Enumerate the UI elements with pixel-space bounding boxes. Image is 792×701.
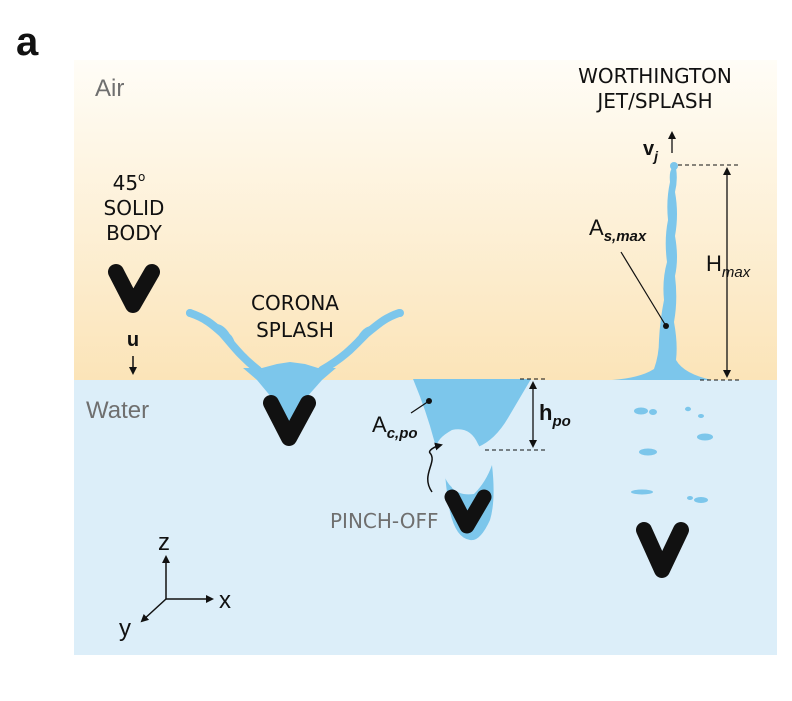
worthington-label-1: WORTHINGTON bbox=[578, 64, 732, 88]
x-axis-label: x bbox=[219, 587, 231, 614]
bubble bbox=[649, 409, 657, 415]
h-po-label: hpo bbox=[539, 400, 571, 430]
worthington-body-v-shape bbox=[636, 522, 689, 578]
worthington-jet-fluid bbox=[612, 168, 712, 380]
corona-right-edge bbox=[342, 320, 386, 358]
corona-label-2: SPLASH bbox=[256, 318, 334, 342]
corona-droplet bbox=[396, 309, 404, 317]
corona-left-edge bbox=[203, 320, 247, 358]
velocity-u-label: u bbox=[127, 329, 139, 351]
water-label: Water bbox=[86, 397, 149, 424]
pinch-off-pointer bbox=[427, 442, 443, 493]
area-c-po-leader bbox=[410, 400, 430, 414]
worthington-label-2: JET/SPLASH bbox=[595, 89, 712, 113]
pinch-cavity-upper bbox=[413, 379, 531, 450]
corona-droplet bbox=[186, 309, 194, 317]
solid-body-label-1: SOLID bbox=[104, 196, 165, 220]
bubble bbox=[697, 433, 713, 441]
solid-body-v-shape bbox=[108, 264, 160, 313]
h-max-label: Hmax bbox=[706, 251, 751, 281]
air-region bbox=[74, 60, 777, 380]
panel-label: a bbox=[16, 20, 39, 64]
worthington-jet-tip bbox=[670, 162, 678, 170]
solid-body-label-2: BODY bbox=[106, 221, 162, 245]
worthington-bubbles bbox=[631, 406, 713, 503]
corona-splash-fluid bbox=[243, 362, 336, 430]
corona-left-sheet bbox=[186, 309, 262, 374]
z-axis-label: z bbox=[158, 529, 170, 556]
bubble bbox=[685, 406, 691, 412]
area-s-max-leader bbox=[620, 251, 667, 327]
area-s-max-label: As,max bbox=[589, 215, 647, 245]
corona-body-v-shape bbox=[263, 395, 316, 446]
water-region bbox=[74, 380, 777, 655]
solid-body-angle: 45o bbox=[113, 170, 146, 195]
area-c-po-label: Ac,po bbox=[372, 412, 418, 442]
velocity-vj-label: vj bbox=[643, 138, 659, 164]
corona-label-1: CORONA bbox=[251, 291, 339, 315]
pinch-off-label: PINCH-OFF bbox=[330, 509, 438, 533]
pinch-body-v-shape bbox=[444, 489, 492, 534]
y-axis-label: y bbox=[119, 615, 131, 642]
bubble bbox=[694, 497, 708, 503]
corona-right-sheet bbox=[318, 309, 403, 374]
bubble bbox=[698, 414, 704, 418]
bubble bbox=[631, 489, 653, 495]
bubble bbox=[639, 448, 657, 456]
air-label: Air bbox=[95, 75, 124, 102]
bubble bbox=[634, 407, 648, 415]
bubble bbox=[687, 496, 693, 500]
pinch-bubble bbox=[441, 429, 485, 494]
y-axis bbox=[140, 598, 167, 623]
